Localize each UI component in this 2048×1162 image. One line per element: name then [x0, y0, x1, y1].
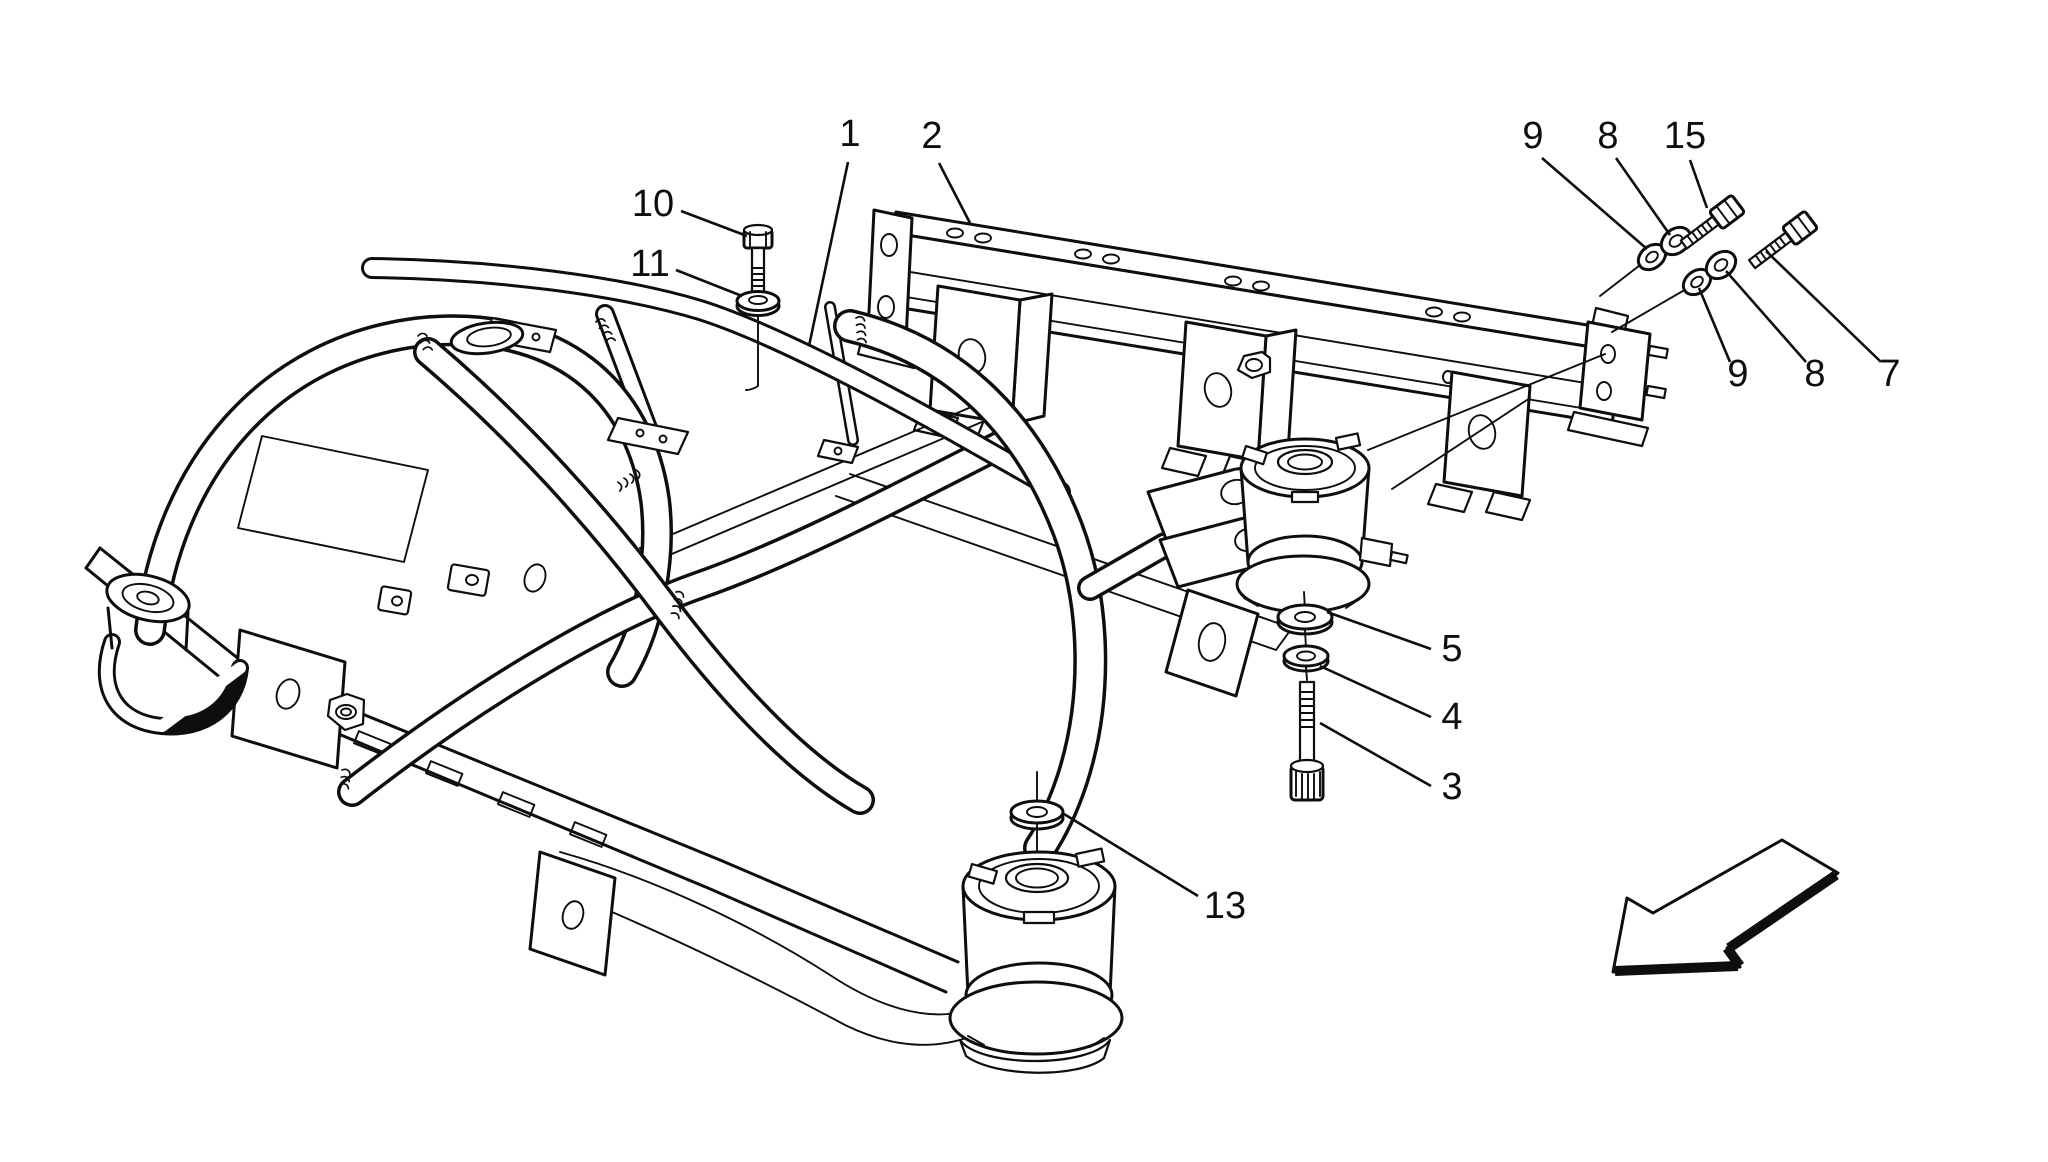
frame-eye-ring	[449, 320, 525, 356]
subframe	[84, 257, 1178, 1046]
bolt-7	[1747, 210, 1819, 270]
callout-4-11: 4	[1441, 696, 1462, 738]
callout-15-6: 15	[1664, 115, 1706, 157]
upper-bushing-assembly	[1146, 432, 1409, 802]
leader-line-1-2	[807, 161, 850, 347]
gusset-plate-left	[230, 628, 366, 770]
gusset-plate-center	[528, 850, 617, 977]
fastener-set-right	[1599, 194, 1819, 333]
callout-9-7: 9	[1727, 353, 1748, 395]
leader-line-7-9	[1765, 250, 1882, 363]
washer-5	[1276, 591, 1334, 636]
assembly-axis-line	[1391, 397, 1531, 490]
leader-line-10-0	[680, 209, 748, 238]
callout-9-4: 9	[1522, 115, 1543, 157]
callout-11-1: 11	[630, 243, 669, 285]
callout-2-3: 2	[921, 115, 942, 157]
callout-3-12: 3	[1441, 766, 1462, 808]
beam-bracket-right	[1426, 370, 1532, 522]
left-bushing-mount	[97, 572, 249, 736]
bolt-3	[1289, 666, 1325, 802]
callout-10-0: 10	[632, 183, 674, 225]
lower-bushing-assembly	[948, 771, 1124, 1074]
callout-1-2: 1	[839, 113, 860, 155]
washer-4	[1282, 629, 1330, 673]
leader-line-13-13	[1063, 812, 1199, 898]
leader-line-15-6	[1688, 159, 1709, 209]
bolt-10	[742, 223, 774, 296]
washer-13	[1009, 771, 1065, 867]
leader-line-9-4	[1541, 157, 1648, 250]
callout-7-9: 7	[1879, 353, 1900, 395]
leader-line-9-7	[1697, 287, 1732, 363]
washer-11	[735, 290, 781, 391]
cross-beam	[856, 208, 1669, 522]
callout-8-8: 8	[1804, 353, 1825, 395]
floor-opening	[237, 435, 429, 563]
assembly-axis-line	[1367, 353, 1606, 451]
leader-line-8-5	[1614, 157, 1672, 236]
callout-5-10: 5	[1441, 628, 1462, 670]
callout-13-13: 13	[1204, 885, 1246, 927]
bushing-bracket	[1164, 588, 1260, 698]
lower-bushing	[948, 847, 1124, 1074]
leader-line-4-11	[1319, 664, 1432, 719]
direction-arrow	[1611, 838, 1840, 976]
assembly-axis-line	[745, 315, 759, 391]
upper-bushing	[1235, 432, 1409, 614]
leader-line-5-10	[1326, 610, 1432, 651]
leader-line-11-1	[675, 268, 743, 298]
leader-line-2-3	[937, 162, 972, 224]
bolt-15	[1679, 194, 1746, 250]
leader-line-3-12	[1319, 721, 1432, 788]
callout-8-5: 8	[1597, 115, 1618, 157]
beam-right-end-plate	[1566, 306, 1669, 448]
leader-line-8-8	[1725, 270, 1807, 363]
frame-clips	[377, 563, 547, 616]
